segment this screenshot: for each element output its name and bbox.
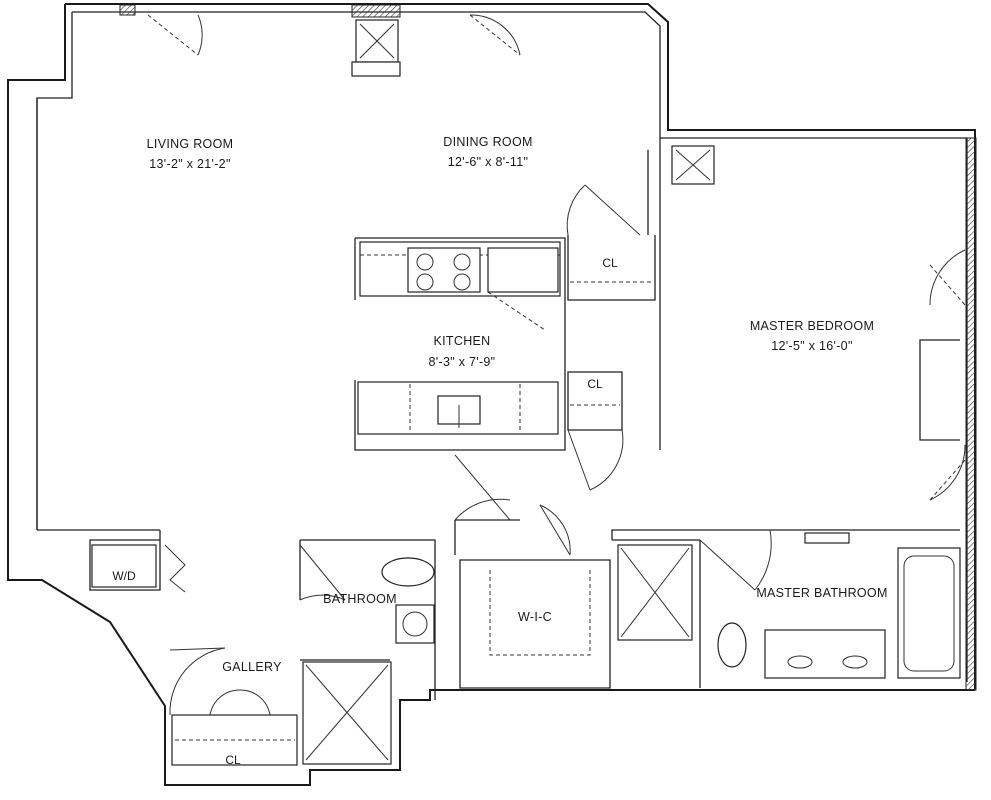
kitchen-dims: 8'-3" x 7'-9" [429, 355, 496, 369]
closets [91, 544, 298, 766]
kitchen-label: KITCHEN [434, 334, 491, 348]
closet-kitchen-label: CL [587, 377, 603, 391]
wic-label: W-I-C [518, 610, 552, 624]
bathroom-fixtures [302, 557, 435, 765]
column-shaft-bedroom [671, 145, 715, 185]
exterior-walls [7, 3, 977, 786]
dining-room-label: DINING ROOM [443, 135, 532, 149]
dining-room-dims: 12'-6" x 8'-11" [448, 155, 528, 169]
closet-gallery-label: CL [225, 753, 241, 767]
bathroom-label: BATHROOM [323, 592, 397, 606]
interior-walls [36, 98, 960, 700]
living-room-dims: 13'-2" x 21'-2" [149, 157, 230, 171]
room-labels: LIVING ROOM 13'-2" x 21'-2" DINING ROOM … [112, 135, 887, 767]
column-shaft-top [351, 19, 401, 77]
master-bedroom-dims: 12'-5" x 16'-0" [771, 339, 852, 353]
master-bath-fixtures [617, 532, 961, 679]
kitchen-fixtures [357, 241, 561, 435]
closet-dining-label: CL [602, 256, 618, 270]
wd-label: W/D [112, 569, 136, 583]
living-room-label: LIVING ROOM [147, 137, 234, 151]
top-window-swings [147, 14, 521, 56]
doors [164, 249, 966, 716]
master-bathroom-label: MASTER BATHROOM [756, 586, 887, 600]
master-bedroom-label: MASTER BEDROOM [750, 319, 874, 333]
gallery-label: GALLERY [222, 660, 282, 674]
